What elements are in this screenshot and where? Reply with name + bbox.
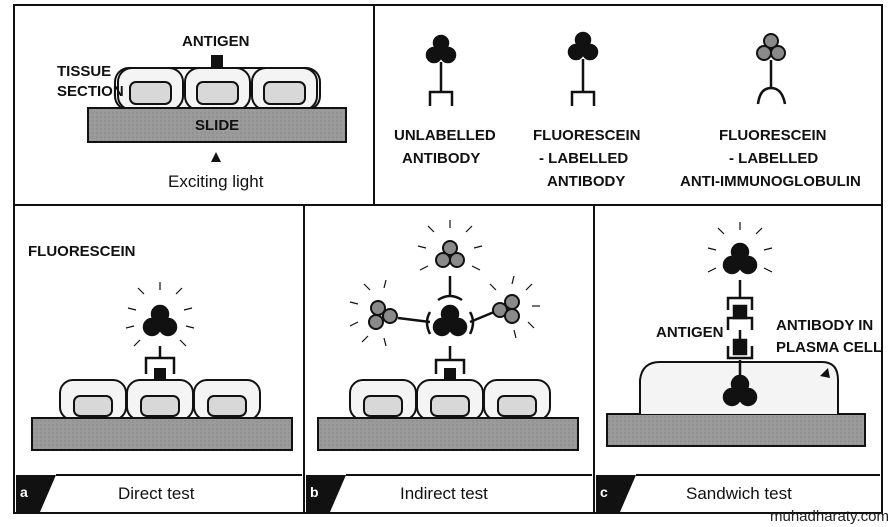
frames: [13, 4, 883, 514]
antigen-square: [211, 55, 223, 67]
pointer-arrow-icon: [820, 368, 830, 378]
setup-illustration: ANTIGEN TISSUE SECTION SLIDE Exciting li…: [57, 33, 347, 191]
legend-anti-ig-line2: - LABELLED: [729, 150, 818, 167]
panel-tag-b-letter: b: [310, 484, 319, 500]
tissue-label-line2: SECTION: [57, 83, 124, 100]
panel-direct: FLUORESCEIN a Direct test: [16, 243, 302, 512]
slide-a: [31, 417, 293, 451]
grey-fluor-b: [368, 240, 520, 330]
antigen-b: [444, 368, 456, 380]
slide-c: [606, 413, 866, 447]
panel-tag-b: [306, 475, 346, 512]
tissue-label-line1: TISSUE: [57, 63, 111, 80]
glow-b: [349, 220, 540, 347]
anti-immunoglobulin-icon: [756, 33, 787, 105]
panel-sandwich: ANTIGEN ANTIBODY IN PLASMA CELL c Sandwi…: [596, 222, 882, 512]
panel-indirect: b Indirect test: [306, 220, 592, 512]
legend-anti-ig-line3: ANTI-IMMUNOGLOBULIN: [680, 173, 861, 190]
cells-b: [349, 379, 551, 421]
glow-a: [125, 282, 195, 347]
legend-anti-ig-line1: FLUORESCEIN: [719, 127, 827, 144]
sandwich-stack: [722, 242, 758, 407]
frame-panel-c: [593, 204, 883, 514]
legend-fluor-line1: FLUORESCEIN: [533, 127, 641, 144]
cells-a: [59, 379, 261, 421]
primary-antibody-b: [432, 304, 468, 374]
antibody-label-line2: PLASMA CELL: [776, 339, 882, 356]
legend: UNLABELLED ANTIBODY FLUORESCEIN - LABELL…: [394, 31, 861, 190]
fluorescein-antibody-icon: [567, 31, 599, 106]
watermark: muhadharaty.com: [770, 508, 889, 525]
legend-fluor-line3: ANTIBODY: [547, 173, 625, 190]
nucleus: [129, 81, 172, 105]
up-arrow-icon: [211, 152, 221, 162]
antigen-label: ANTIGEN: [182, 33, 250, 50]
antigen-label-c: ANTIGEN: [656, 324, 724, 341]
unlabelled-antibody-icon: [425, 34, 457, 106]
glow-c: [707, 222, 773, 273]
legend-unlabelled-line1: UNLABELLED: [394, 127, 496, 144]
anti-ig-b: [397, 276, 495, 335]
caption-direct: Direct test: [118, 484, 195, 503]
panel-tag-c-letter: c: [600, 484, 608, 500]
panel-tag-c: [596, 475, 636, 512]
fluorescent-antibody-a: [142, 304, 178, 374]
fluorescein-label: FLUORESCEIN: [28, 243, 136, 260]
nucleus: [196, 81, 239, 105]
panel-tag-a-letter: a: [20, 484, 28, 500]
caption-sandwich: Sandwich test: [686, 484, 792, 503]
legend-unlabelled-line2: ANTIBODY: [402, 150, 480, 167]
nucleus: [263, 81, 306, 105]
light-label: Exciting light: [168, 172, 264, 191]
antibody-label-line1: ANTIBODY IN: [776, 317, 873, 334]
legend-fluor-line2: - LABELLED: [539, 150, 628, 167]
panel-tag-a: [16, 475, 56, 512]
slide-label: SLIDE: [195, 117, 239, 134]
slide: [87, 107, 347, 143]
antigen-a: [154, 368, 166, 380]
tissue-cells: [117, 67, 318, 111]
caption-indirect: Indirect test: [400, 484, 488, 503]
slide-b: [317, 417, 579, 451]
